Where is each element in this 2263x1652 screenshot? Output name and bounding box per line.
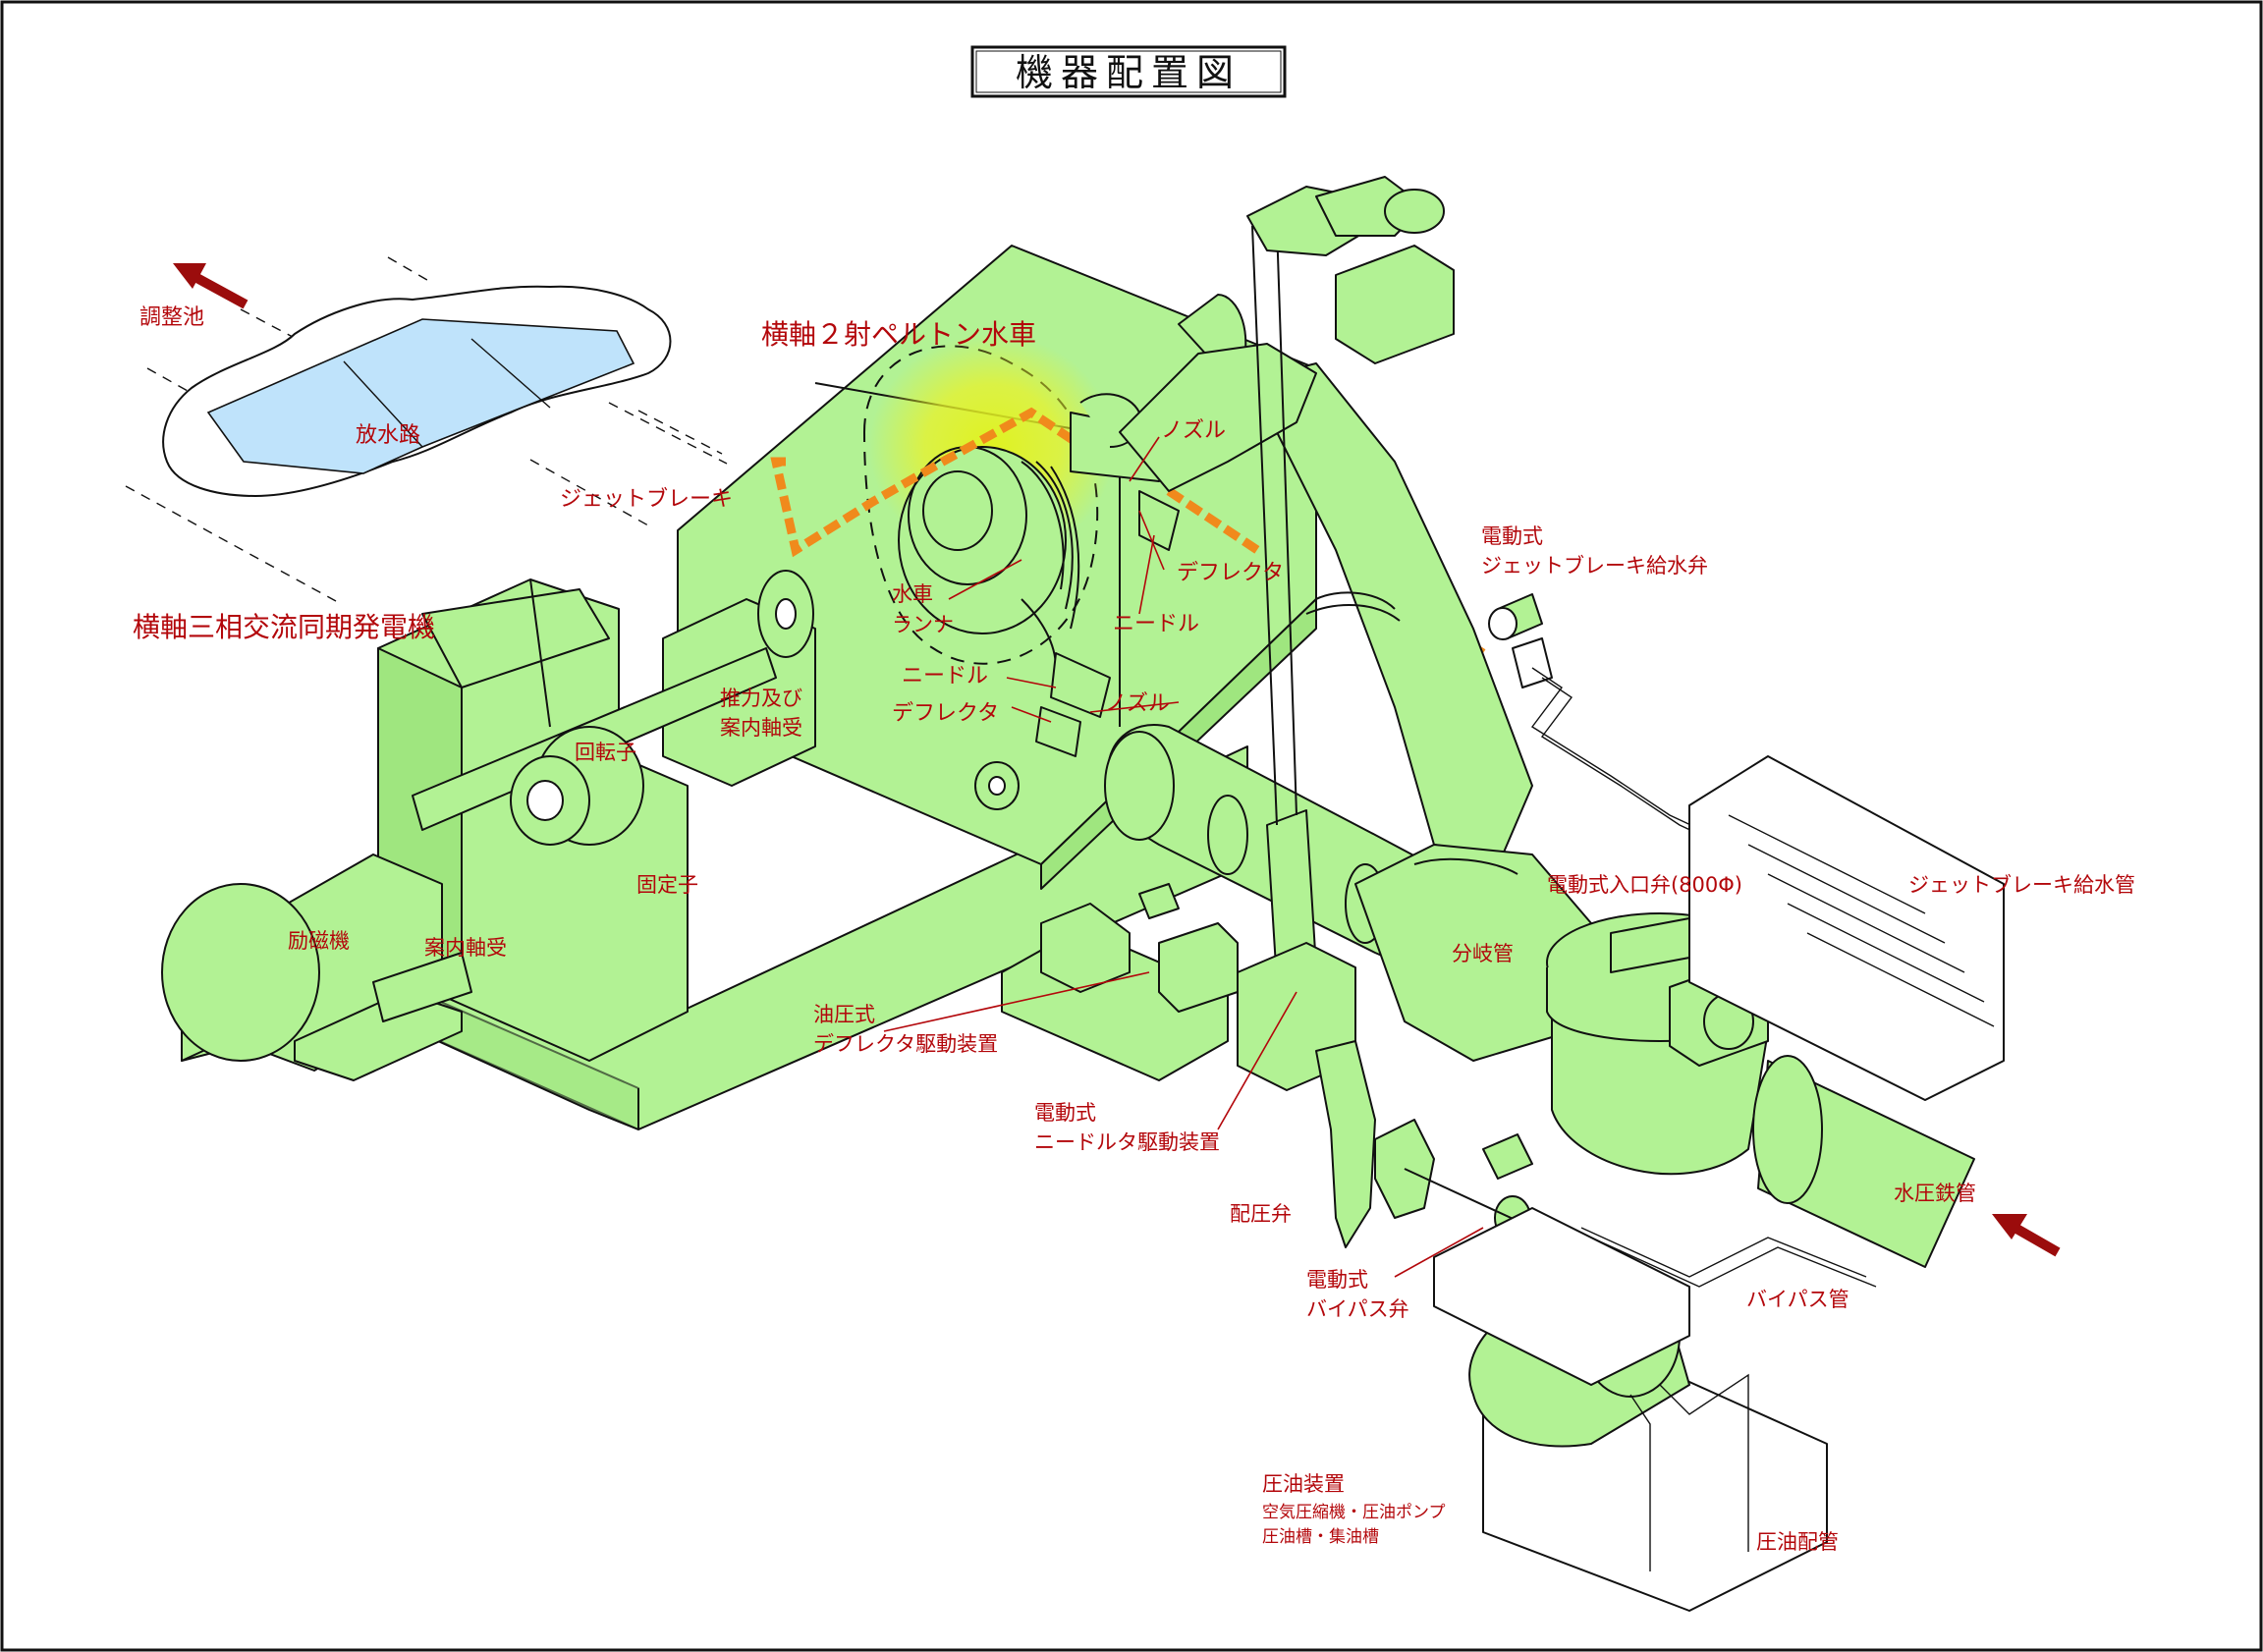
arrow-to-regulating-pond: [173, 263, 248, 309]
generator-shaft: [412, 647, 777, 846]
rotor-label: 回転子: [575, 741, 636, 764]
electric-needle-label-line2: ニードルタ駆動装置: [1034, 1130, 1220, 1154]
hydraulic-deflector-label-line2: デフレクタ駆動装置: [813, 1032, 998, 1056]
upper-inlet-pipe: [1119, 343, 1317, 492]
deflector-lower-label: デフレクタ: [892, 701, 999, 726]
guide-bearing-label: 案内軸受: [424, 936, 507, 960]
pilot-valve: [1315, 1040, 1435, 1248]
oil-piping-label: 圧油配管: [1756, 1530, 1839, 1554]
inlet-valve-label: 電動式入口弁(800Φ): [1547, 873, 1742, 897]
hydraulic-deflector-label-line1: 油圧式: [813, 1003, 875, 1026]
jet-brake-jet: [1166, 487, 1260, 554]
oil-unit-sub1-label: 空気圧縮機・圧油ポンプ: [1262, 1503, 1446, 1522]
regulating-pond-label: 調整池: [139, 305, 204, 330]
jet-brake-path: [770, 407, 1093, 558]
bypass-pipe-structure: [1433, 1207, 1877, 1386]
nozzle-upper-label: ノズル: [1161, 418, 1226, 443]
pilot-valve-label: 配圧弁: [1230, 1202, 1292, 1226]
deflector-shaft-cap: [974, 761, 1020, 810]
title-box: 機器配置図: [970, 45, 1287, 98]
bypass-valve-label-line1: 電動式: [1306, 1268, 1368, 1292]
needle-upper-label: ニードル: [1113, 612, 1199, 636]
penstock-label: 水圧鉄管: [1894, 1182, 1976, 1205]
tailrace-dashed-guides: [125, 256, 728, 602]
leader-lines: [883, 436, 1484, 1278]
labels: 横軸２射ペルトン水車 ジェットブレーキ ノズル デフレクタ ニードル 水車 ラン…: [133, 318, 2135, 1554]
penstock: [1752, 1055, 1975, 1268]
jet-brake-label: ジェットブレーキ: [560, 487, 733, 512]
guide-bearing: [372, 952, 472, 1022]
jet-brake-pipe-label: ジェットブレーキ給水管: [1908, 873, 2135, 897]
thrust-bearing-label-line1: 推力及び: [720, 687, 802, 710]
bypass-valve-label-line2: バイパス弁: [1306, 1297, 1409, 1321]
top-actuator: [1246, 176, 1455, 364]
tailrace-label: 放水路: [356, 423, 420, 448]
generator-label: 横軸三相交流同期発電機: [133, 611, 435, 643]
runner-label-line2: ランナ: [892, 613, 954, 636]
exciter-label: 励磁機: [288, 929, 350, 953]
lower-nozzle: [1035, 652, 1111, 757]
stairs-structure: [1688, 755, 2005, 1101]
branch-pipe-label: 分岐管: [1452, 942, 1514, 965]
electric-needle-label-line1: 電動式: [1034, 1101, 1096, 1125]
diagram-title: 機器配置図: [1016, 51, 1242, 94]
arrow-from-penstock: [1992, 1214, 2061, 1257]
needle-lower-label: ニードル: [902, 664, 988, 688]
turbine-label: 横軸２射ペルトン水車: [761, 318, 1036, 351]
jet-brake-valve-label-line2: ジェットブレーキ給水弁: [1481, 554, 1708, 578]
runner-label-line1: 水車: [892, 582, 933, 606]
nozzle-lower-label: ノズル: [1105, 691, 1170, 716]
jet-brake-valve-label-line1: 電動式: [1481, 524, 1543, 548]
deflector-upper-label: デフレクタ: [1177, 561, 1284, 585]
oil-unit-label: 圧油装置: [1262, 1472, 1345, 1496]
inclined-branch-pipe: [1178, 294, 1533, 855]
stator-label: 固定子: [636, 873, 698, 897]
bypass-pipe-label: バイパス管: [1746, 1288, 1849, 1311]
hydraulic-deflector-drive: [1001, 883, 1239, 1081]
runner-wheel: [898, 446, 1080, 669]
thrust-bearing-label-line2: 案内軸受: [720, 716, 802, 740]
tailrace-channel: [162, 285, 672, 497]
oil-unit-sub2-label: 圧油槽・集油槽: [1262, 1527, 1379, 1547]
